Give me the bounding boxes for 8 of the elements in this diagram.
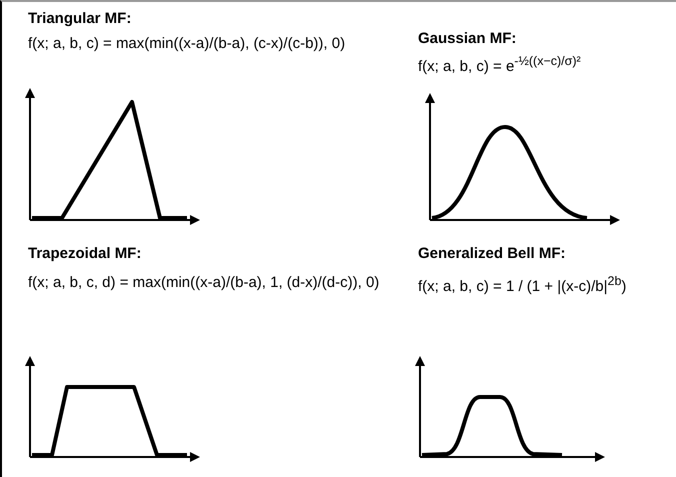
- section-heading: Generalized Bell MF:: [418, 245, 566, 262]
- section-heading: Triangular MF:: [28, 10, 132, 27]
- section-heading: Trapezoidal MF:: [28, 245, 142, 262]
- section-heading: Gaussian MF:: [418, 30, 516, 47]
- formula-text: f(x; a, b, c) = 1 / (1 + |(x-c)/b|$^{2b}$): [418, 274, 626, 295]
- formula-text: f(x; a, b, c, d) = max(min((x-a)/(b-a), 1, (d-x)/(d-c)), 0): [28, 274, 380, 291]
- formula-text: f(x; a, b, c) = max(min((x-a)/(b-a), (c-x)/(c-b)), 0): [28, 35, 346, 52]
- formula-text: f(x; a, b, c) = e$^{-½((x−c)/σ)²}$: [418, 54, 581, 75]
